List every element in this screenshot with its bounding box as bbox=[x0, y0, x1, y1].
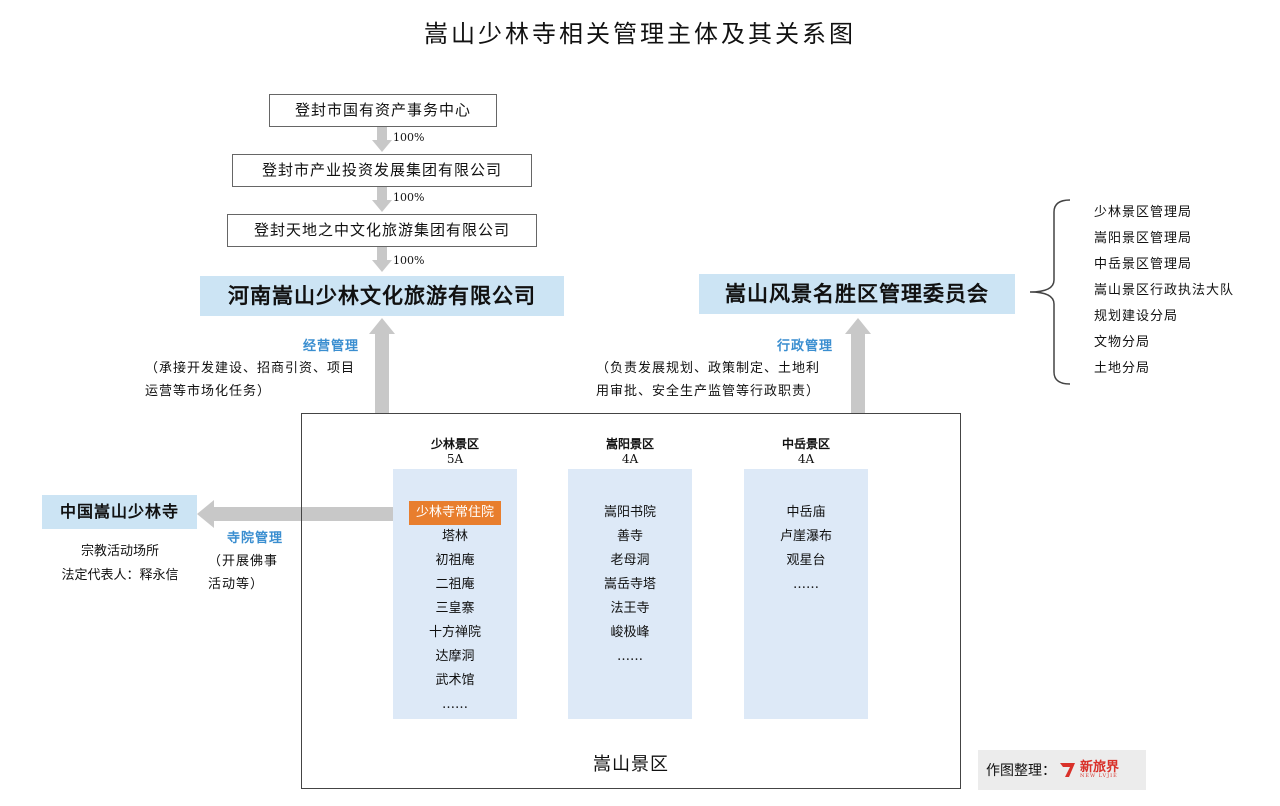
area-item: 老母洞 bbox=[610, 553, 650, 568]
diagram-title: 嵩山少林寺相关管理主体及其关系图 bbox=[424, 20, 856, 48]
area-column-zhongyue: 中岳庙 卢崖瀑布 观星台 …… bbox=[744, 469, 868, 719]
area-item: 初祖庵 bbox=[435, 553, 475, 568]
area-item: 中岳庙 bbox=[786, 505, 826, 520]
temple-desc-type: 宗教活动场所 bbox=[80, 544, 159, 559]
credit-label: 作图整理： bbox=[986, 763, 1056, 779]
temple-desc-rep: 法定代表人：释永信 bbox=[61, 568, 179, 583]
area-item: …… bbox=[793, 577, 819, 592]
committee-subunit: 土地分局 bbox=[1094, 361, 1151, 376]
chain-box-1: 登封市国有资产事务中心 bbox=[269, 94, 497, 127]
chain-pct-3: 100% bbox=[393, 254, 425, 267]
area-item: 嵩阳书院 bbox=[603, 505, 656, 520]
area-item: 善寺 bbox=[616, 529, 643, 544]
up-arrow-business bbox=[369, 318, 395, 414]
admin-mgmt-note: （负责发展规划、政策制定、土地利 用审批、安全生产监管等行政职责） bbox=[596, 357, 820, 403]
left-arrow-temple bbox=[197, 500, 408, 528]
credit-box: 作图整理： 新旅界 NEW LVJIE bbox=[978, 750, 1146, 790]
business-mgmt-note-line2: 运营等市场化任务） bbox=[145, 384, 272, 399]
logo: 新旅界 NEW LVJIE bbox=[1058, 760, 1119, 780]
committee-subunit-list: 少林景区管理局 嵩阳景区管理局 中岳景区管理局 嵩山景区行政执法大队 规划建设分… bbox=[1094, 200, 1234, 382]
committee-box: 嵩山风景名胜区管理委员会 bbox=[699, 274, 1015, 314]
committee-subunit: 嵩阳景区管理局 bbox=[1094, 231, 1193, 246]
area-item: 卢崖瀑布 bbox=[779, 529, 832, 544]
area-item: 嵩岳寺塔 bbox=[603, 577, 656, 592]
henan-company-box: 河南嵩山少林文化旅游有限公司 bbox=[200, 276, 564, 316]
area-name-songyang: 嵩阳景区 bbox=[605, 437, 654, 451]
area-column-songyang: 嵩阳书院 善寺 老母洞 嵩岳寺塔 法王寺 峻极峰 …… bbox=[568, 469, 692, 719]
committee-subunit: 嵩山景区行政执法大队 bbox=[1094, 283, 1235, 298]
area-item: 二祖庵 bbox=[435, 577, 475, 592]
admin-mgmt-note-line1: （负责发展规划、政策制定、土地利 bbox=[596, 361, 821, 376]
committee-subunit: 文物分局 bbox=[1094, 335, 1151, 350]
area-item-highlight: 少林寺常住院 bbox=[409, 501, 501, 525]
business-mgmt-note-line1: （承接开发建设、招商引资、项目 bbox=[145, 361, 356, 376]
chain-box-2: 登封市产业投资发展集团有限公司 bbox=[232, 154, 532, 187]
down-arrow-1 bbox=[372, 127, 392, 152]
area-grade-zhongyue: 4A bbox=[797, 452, 815, 466]
chain-box-3: 登封天地之中文化旅游集团有限公司 bbox=[227, 214, 537, 247]
area-column-shaolin: 少林寺常住院 塔林 初祖庵 二祖庵 三皇寨 十方禅院 达摩洞 武术馆 …… bbox=[393, 469, 517, 719]
temple-mgmt-note-line1: （开展佛事 bbox=[208, 554, 279, 569]
area-name-zhongyue: 中岳景区 bbox=[781, 437, 830, 451]
area-item: 法王寺 bbox=[610, 601, 650, 616]
temple-box: 中国嵩山少林寺 bbox=[42, 495, 197, 529]
scenic-area-label: 嵩山景区 bbox=[593, 754, 669, 775]
committee-subunit: 少林景区管理局 bbox=[1094, 205, 1193, 220]
admin-mgmt-label: 行政管理 bbox=[777, 339, 834, 354]
temple-mgmt-label: 寺院管理 bbox=[227, 531, 284, 546]
area-grade-shaolin: 5A bbox=[446, 452, 464, 466]
scenic-area-box bbox=[301, 413, 961, 789]
down-arrow-3 bbox=[372, 247, 392, 272]
area-item: …… bbox=[617, 649, 643, 664]
temple-desc: 宗教活动场所 法定代表人：释永信 bbox=[0, 540, 240, 588]
area-item: 三皇寨 bbox=[435, 601, 475, 616]
area-item: 十方禅院 bbox=[428, 625, 481, 640]
committee-subunit: 中岳景区管理局 bbox=[1094, 257, 1193, 272]
admin-mgmt-note-line2: 用审批、安全生产监管等行政职责） bbox=[596, 384, 821, 399]
temple-mgmt-note: （开展佛事 活动等） bbox=[208, 550, 278, 596]
chain-pct-2: 100% bbox=[393, 191, 425, 204]
business-mgmt-note: （承接开发建设、招商引资、项目 运营等市场化任务） bbox=[145, 357, 355, 403]
up-arrow-admin bbox=[845, 318, 871, 414]
area-name-shaolin: 少林景区 bbox=[430, 437, 479, 451]
area-item: …… bbox=[442, 697, 468, 712]
area-grade-songyang: 4A bbox=[621, 452, 639, 466]
down-arrow-2 bbox=[372, 187, 392, 212]
logo-mark-icon bbox=[1060, 763, 1075, 777]
area-item: 观星台 bbox=[786, 553, 826, 568]
area-item: 峻极峰 bbox=[610, 625, 650, 640]
business-mgmt-label: 经营管理 bbox=[303, 339, 360, 354]
temple-mgmt-note-line2: 活动等） bbox=[208, 577, 265, 592]
area-item: 武术馆 bbox=[435, 673, 475, 688]
logo-text: 新旅界 bbox=[1080, 760, 1120, 775]
area-item: 达摩洞 bbox=[435, 649, 475, 664]
committee-brace bbox=[1029, 199, 1071, 385]
logo-subtext: NEW LVJIE bbox=[1080, 773, 1118, 779]
chain-pct-1: 100% bbox=[393, 131, 425, 144]
area-item: 塔林 bbox=[441, 529, 468, 544]
committee-subunit: 规划建设分局 bbox=[1094, 309, 1179, 324]
